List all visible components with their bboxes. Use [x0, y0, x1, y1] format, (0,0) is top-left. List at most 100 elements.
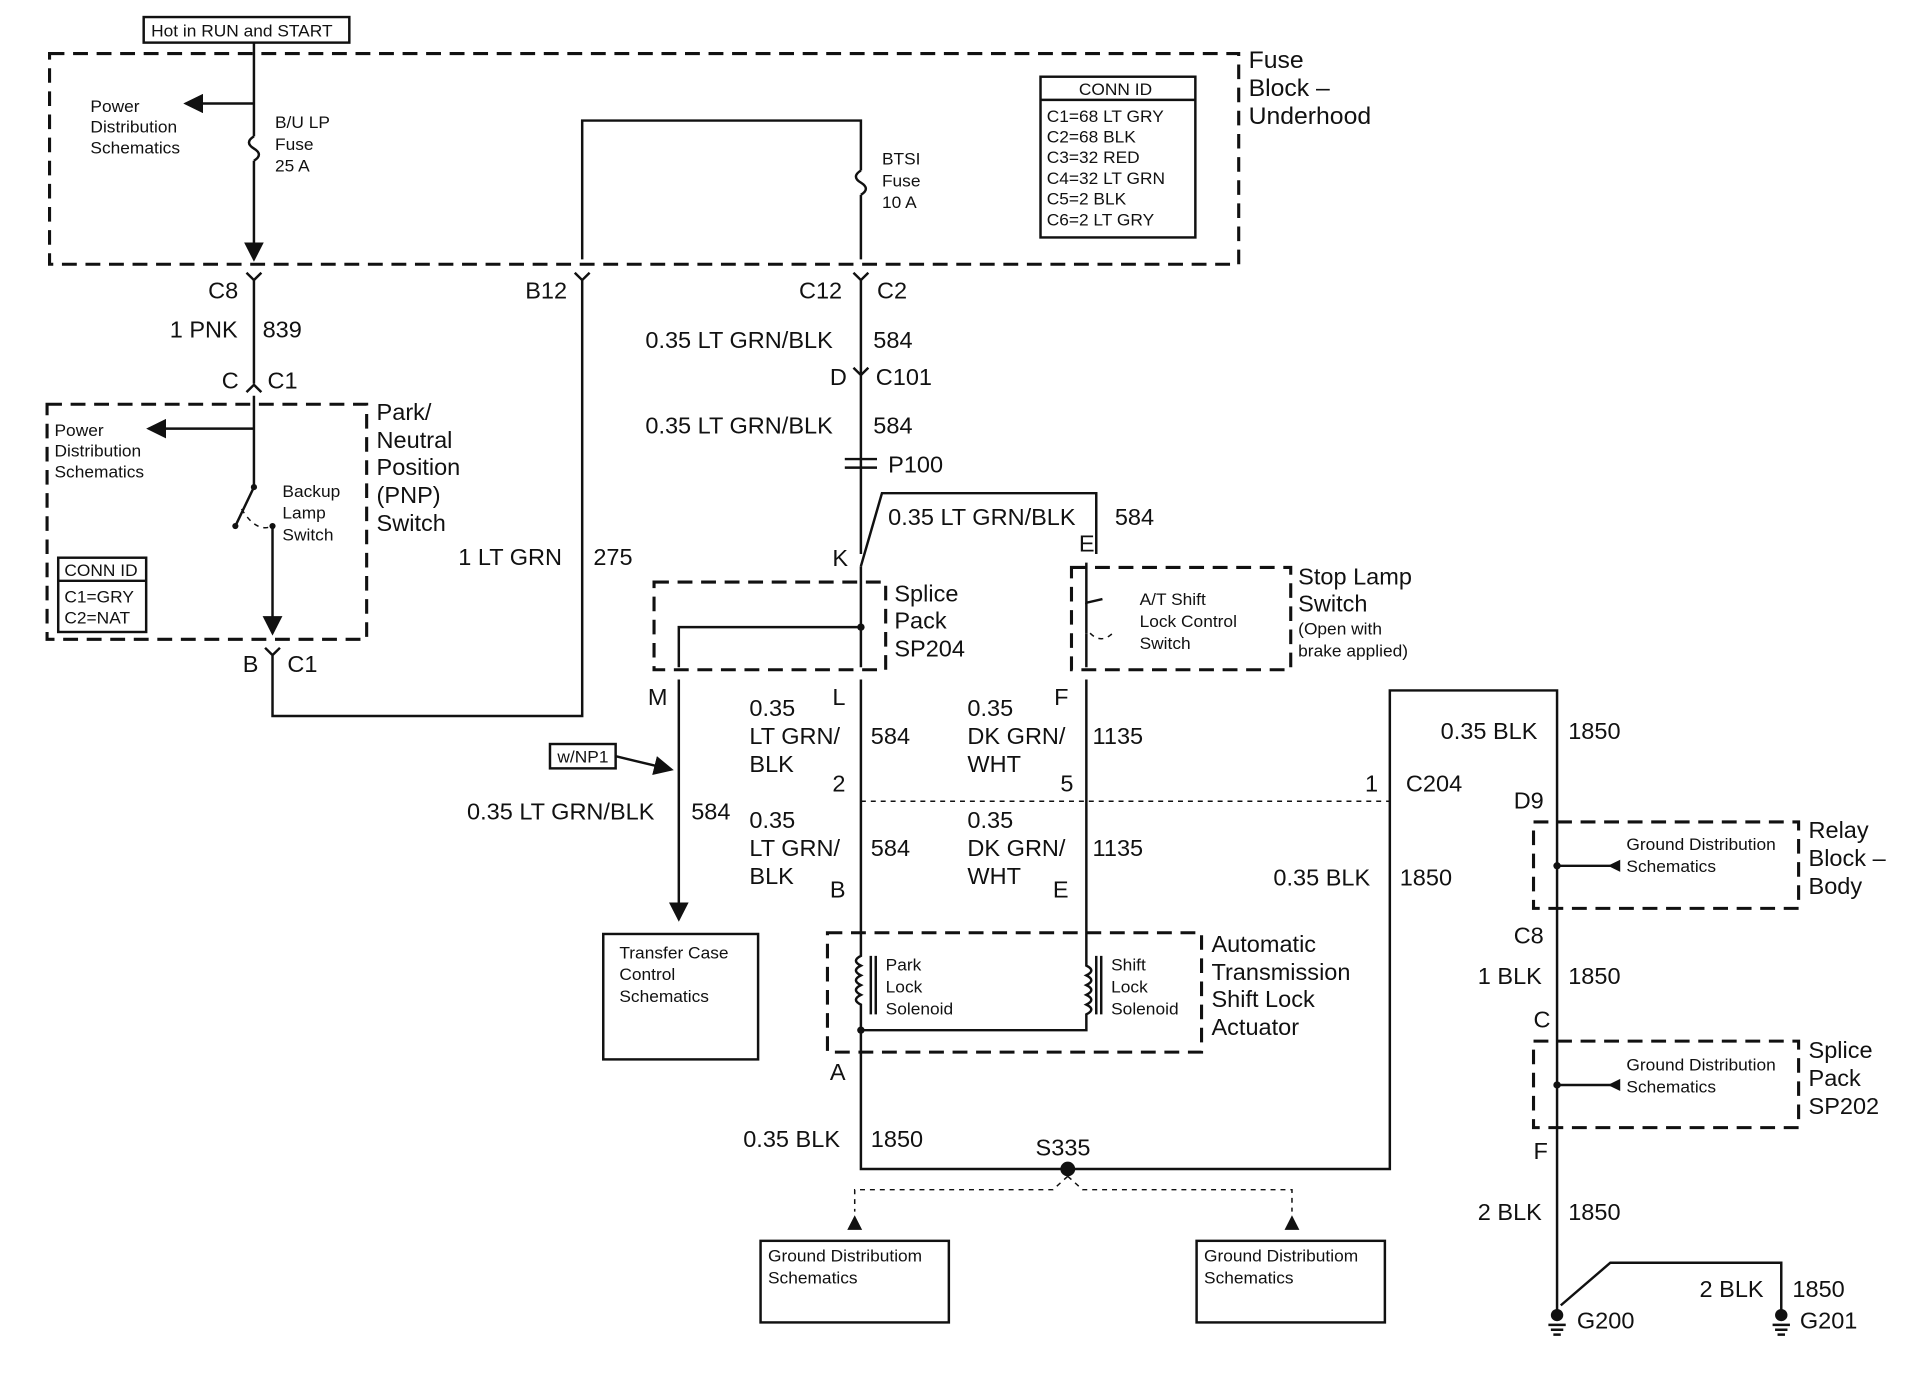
diagram-label: BTSI — [882, 149, 921, 169]
diagram-label: Switch — [1140, 633, 1191, 653]
diagram-label: Splice — [1809, 1037, 1873, 1063]
diagram-label: 0.35 BLK — [1273, 864, 1370, 890]
diagram-label: Schematics — [55, 461, 145, 481]
diagram-label: Position — [377, 454, 461, 480]
splice-s335-dot — [1060, 1161, 1076, 1177]
diagram-label: D9 — [1514, 788, 1544, 814]
diagram-label: Ground Distributiom — [768, 1246, 922, 1266]
diagram-label: Park — [886, 955, 922, 975]
fuse-icon — [247, 135, 261, 162]
diagram-label: 1850 — [1400, 864, 1452, 890]
transfer-case-control-box: Transfer Case Control Schematics — [602, 932, 760, 1061]
connector-c: C — [222, 368, 239, 394]
diagram-label: CONN ID — [1079, 79, 1152, 99]
diagram-label: Park/ — [377, 399, 432, 425]
diagram-label: M — [648, 684, 668, 710]
diagram-label: Power — [90, 96, 139, 116]
diagram-label: Backup — [282, 481, 340, 501]
circuit-275: 275 — [593, 544, 632, 570]
shift-lock-actuator: Park Lock Solenoid Shift Lock Solenoid A… — [825, 925, 1350, 1054]
pnp-switch: Park/ Neutral Position (PNP) Switch Powe… — [45, 395, 461, 641]
switch-icon — [234, 395, 256, 527]
diagram-label: 25 A — [275, 156, 310, 176]
connector-b: B — [243, 651, 259, 677]
diagram-label: 0.35 LT GRN/BLK — [645, 327, 833, 353]
connector-c1: C1 — [287, 651, 317, 677]
diagram-label: 1850 — [871, 1126, 923, 1152]
diagram-label: 0.35 BLK — [1441, 718, 1538, 744]
ground-distribution-left: Ground Distributiom Schematics — [759, 1239, 951, 1324]
diagram-label: L — [832, 684, 845, 710]
connector-b12: B12 — [525, 278, 567, 304]
diagram-label: Shift — [1111, 955, 1146, 975]
diagram-label: Splice — [894, 581, 958, 607]
diagram-label: 2 BLK — [1478, 1199, 1543, 1225]
diagram-label: Power — [55, 420, 104, 440]
diagram-label: 0.35 LT GRN/BLK — [888, 504, 1076, 530]
diagram-label: D — [830, 364, 847, 390]
diagram-label: Neutral — [377, 427, 453, 453]
diagram-label: Fuse — [882, 170, 921, 190]
diagram-label: Relay — [1809, 817, 1869, 843]
circuit-839: 839 — [263, 316, 302, 342]
splice-pack-sp204: Splice Pack SP204 — [652, 566, 965, 672]
diagram-label: Underhood — [1249, 103, 1372, 130]
wire-pnk: 1 PNK — [170, 316, 238, 342]
diagram-label: 2 — [832, 771, 845, 797]
diagram-label: Solenoid — [1111, 998, 1178, 1018]
diagram-label: C5=2 BLK — [1047, 189, 1127, 209]
diagram-label: 584 — [691, 799, 730, 825]
diagram-label: 0.35 LT GRN/BLK — [467, 799, 655, 825]
diagram-label: Lock Control — [1140, 611, 1237, 631]
diagram-label: C1=GRY — [64, 587, 134, 607]
diagram-label: Ground Distributiom — [1204, 1246, 1358, 1266]
diagram-label: E — [1053, 877, 1069, 903]
diagram-label: 1850 — [1568, 963, 1620, 989]
diagram-label: 1 — [1365, 771, 1378, 797]
diagram-label: 1135 — [1093, 723, 1144, 749]
diagram-label: G200 — [1577, 1308, 1635, 1334]
diagram-label: Solenoid — [886, 998, 953, 1018]
diagram-label: 0.35 BLK — [743, 1126, 840, 1152]
connector-c12: C12 — [799, 278, 842, 304]
diagram-label: Distribution — [90, 117, 177, 137]
diagram-label: Distribution — [55, 441, 142, 461]
diagram-label: LT GRN/ — [749, 835, 840, 861]
diagram-label: Schematics — [1626, 856, 1716, 876]
diagram-label: DK GRN/ — [967, 835, 1066, 861]
diagram-label: Lock — [886, 977, 923, 997]
diagram-label: 584 — [873, 413, 912, 439]
diagram-label: 584 — [1115, 504, 1154, 530]
diagram-label: A — [830, 1059, 846, 1085]
diagram-label: Fuse — [275, 134, 314, 154]
fuse-icon — [854, 169, 868, 196]
hot-in-run-start-label: Hot in RUN and START — [142, 15, 351, 44]
diagram-label: 0.35 — [749, 695, 795, 721]
np1-option-label: w/NP1 — [548, 742, 674, 776]
diagram-label: Lamp — [282, 503, 325, 523]
diagram-label: C1=68 LT GRY — [1047, 106, 1165, 126]
diagram-label: Body — [1809, 873, 1863, 899]
diagram-label: w/NP1 — [556, 746, 608, 766]
diagram-label: C4=32 LT GRN — [1047, 168, 1165, 188]
diagram-label: 1850 — [1568, 718, 1620, 744]
diagram-label: SP204 — [894, 636, 965, 662]
diagram-label: Switch — [1298, 590, 1367, 616]
diagram-label: 584 — [873, 327, 912, 353]
diagram-label: 1850 — [1568, 1199, 1620, 1225]
diagram-label: Schematics — [1204, 1268, 1294, 1288]
diagram-label: Actuator — [1211, 1014, 1299, 1040]
diagram-label: Switch — [377, 510, 446, 536]
diagram-label: BLK — [749, 863, 794, 889]
diagram-label: WHT — [967, 863, 1021, 889]
diagram-label: 1135 — [1093, 835, 1144, 861]
solenoid-coil-icon — [854, 925, 1093, 1032]
diagram-label: BLK — [749, 751, 794, 777]
diagram-label: Automatic — [1211, 931, 1316, 957]
diagram-label: WHT — [967, 751, 1021, 777]
p100-connector-icon — [844, 457, 878, 469]
diagram-label: C2=NAT — [64, 608, 130, 628]
diagram-label: Switch — [282, 525, 333, 545]
diagram-label: Shift Lock — [1211, 986, 1315, 1012]
diagram-label: 5 — [1060, 771, 1073, 797]
